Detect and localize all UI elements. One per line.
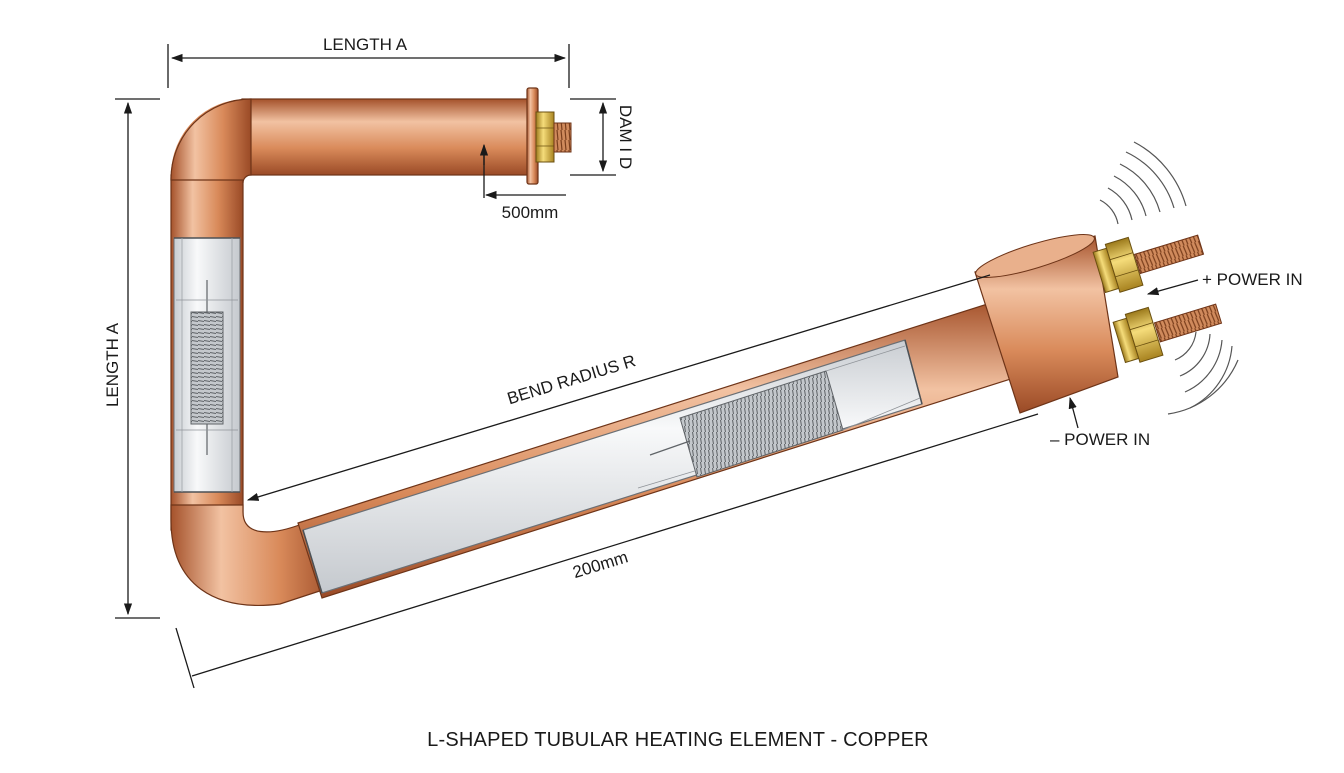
dimension-arrow-icon (1146, 279, 1199, 296)
hex-nut-icon (1112, 306, 1164, 364)
length-a-top-label: LENGTH A (323, 35, 408, 54)
length-a-side-label: LENGTH A (103, 322, 122, 407)
power-negative-label: – POWER IN (1050, 430, 1150, 449)
diagonal-heating-coil (302, 339, 923, 594)
sound-wave-icon (1167, 331, 1239, 415)
sound-wave-icon (1099, 141, 1187, 225)
power-positive-label: + POWER IN (1202, 270, 1303, 289)
hex-nut-icon (535, 111, 555, 163)
threaded-stud-icon (1153, 303, 1223, 343)
terminal-housing (974, 234, 1223, 414)
dimension-arrow-icon (246, 274, 991, 501)
vertical-heating-coil (173, 237, 241, 493)
threaded-stud-icon (1133, 234, 1205, 275)
diagram-title: L-SHAPED TUBULAR HEATING ELEMENT - COPPE… (427, 729, 929, 751)
negative-terminal (1112, 303, 1223, 364)
bend-radius-label: BEND RADIUS R (505, 351, 638, 408)
dim-500mm-label: 500mm (502, 203, 559, 222)
top-end-fitting (526, 87, 572, 185)
dim-200mm-label: 200mm (571, 547, 631, 582)
hex-nut-icon (1092, 236, 1144, 294)
positive-terminal (1092, 234, 1205, 294)
threaded-stud-icon (553, 122, 572, 153)
diam-id-label: DAM I D (616, 105, 635, 169)
dimension-arrow-icon (1068, 396, 1079, 429)
dimension-lines (115, 44, 1199, 689)
